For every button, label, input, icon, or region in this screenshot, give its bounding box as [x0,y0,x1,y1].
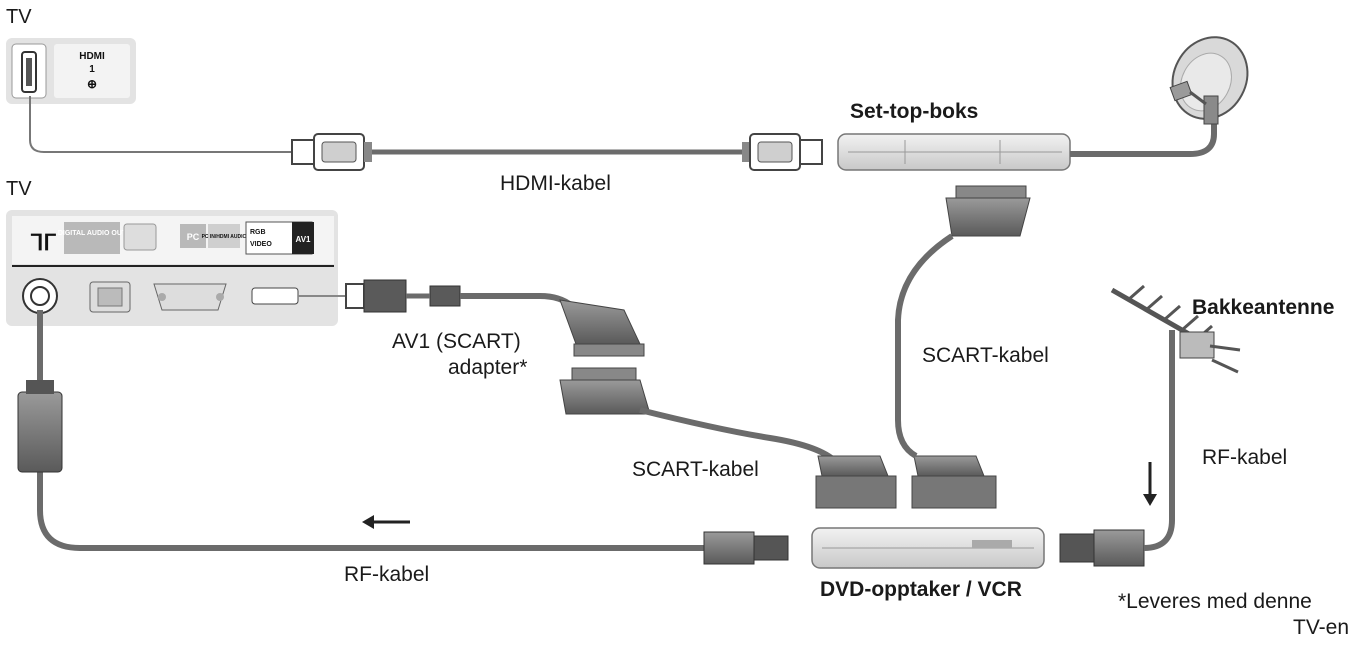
scart-adapter-top [559,299,645,357]
rf-cable-right-label: RF-kabel [1202,446,1288,469]
rf-cable-bottom-label: RF-kabel [344,563,430,586]
scart-plug-settop [945,185,1031,237]
pc-label: PC [187,232,200,242]
av1-port [251,287,299,305]
tv-top-panel: HDMI 1 ⊕ [6,38,136,104]
av1-adapter-plug [345,279,461,313]
av-rgb-label: RGB [250,229,266,236]
arrow-left-icon [362,515,410,529]
hdmi-port-icon [21,51,37,93]
scart-plug-dvd-left [815,455,897,509]
ground-antenna-label: Bakkeantenne [1192,296,1335,319]
hdmi-port-symbol: ⊕ [87,77,97,91]
scart-plug-dvd-right [911,455,997,509]
set-top-box [837,133,1071,171]
tv-bottom-label: TV [6,178,32,200]
ground-antenna-icon [1110,284,1241,374]
footnote-line2: TV-en [1293,616,1350,639]
satellite-dish-icon [1169,36,1249,125]
arrow-down-icon [1143,462,1157,506]
tv-bottom-panel: ᒣᒥ DIGITAL AUDIO OUT PC PC IN/HDMI AUDIO… [6,210,338,326]
av1-label: AV1 [296,235,312,244]
tv-top-label: TV [6,6,32,28]
dvd-vcr-label: DVD-opptaker / VCR [820,578,1022,601]
digital-audio-label: DIGITAL AUDIO OUT [58,230,127,237]
footnote-line1: *Leveres med denne [1118,590,1312,613]
scart-plug-left [559,367,651,415]
rf-cable-bottom [17,310,789,565]
hdmi-port-line2: 1 [89,64,95,75]
scart-cable-right [895,233,954,459]
hdmi-port-line1: HDMI [79,51,105,62]
set-top-box-label: Set-top-boks [850,100,979,123]
hdmi-cable [291,133,823,171]
antenna-symbol: ᒣᒥ [30,230,56,255]
dvd-vcr-device [811,527,1045,569]
scart-cable-left [639,407,839,465]
vga-port [153,283,227,311]
av1-adapter-label-line1: AV1 (SCART) [392,330,521,353]
scart-cable-left-label: SCART-kabel [632,458,759,481]
rf-cable-right [1059,330,1175,567]
hdmi-cable-label: HDMI-kabel [500,172,611,195]
av1-adapter-label-line2: adapter* [448,356,528,379]
scart-cable-right-label: SCART-kabel [922,344,1049,367]
pc-sub-label: PC IN/HDMI AUDIO [202,234,247,240]
av-video-label: VIDEO [250,241,272,248]
hdmi-lead [29,96,292,153]
dish-cable [1070,118,1217,157]
